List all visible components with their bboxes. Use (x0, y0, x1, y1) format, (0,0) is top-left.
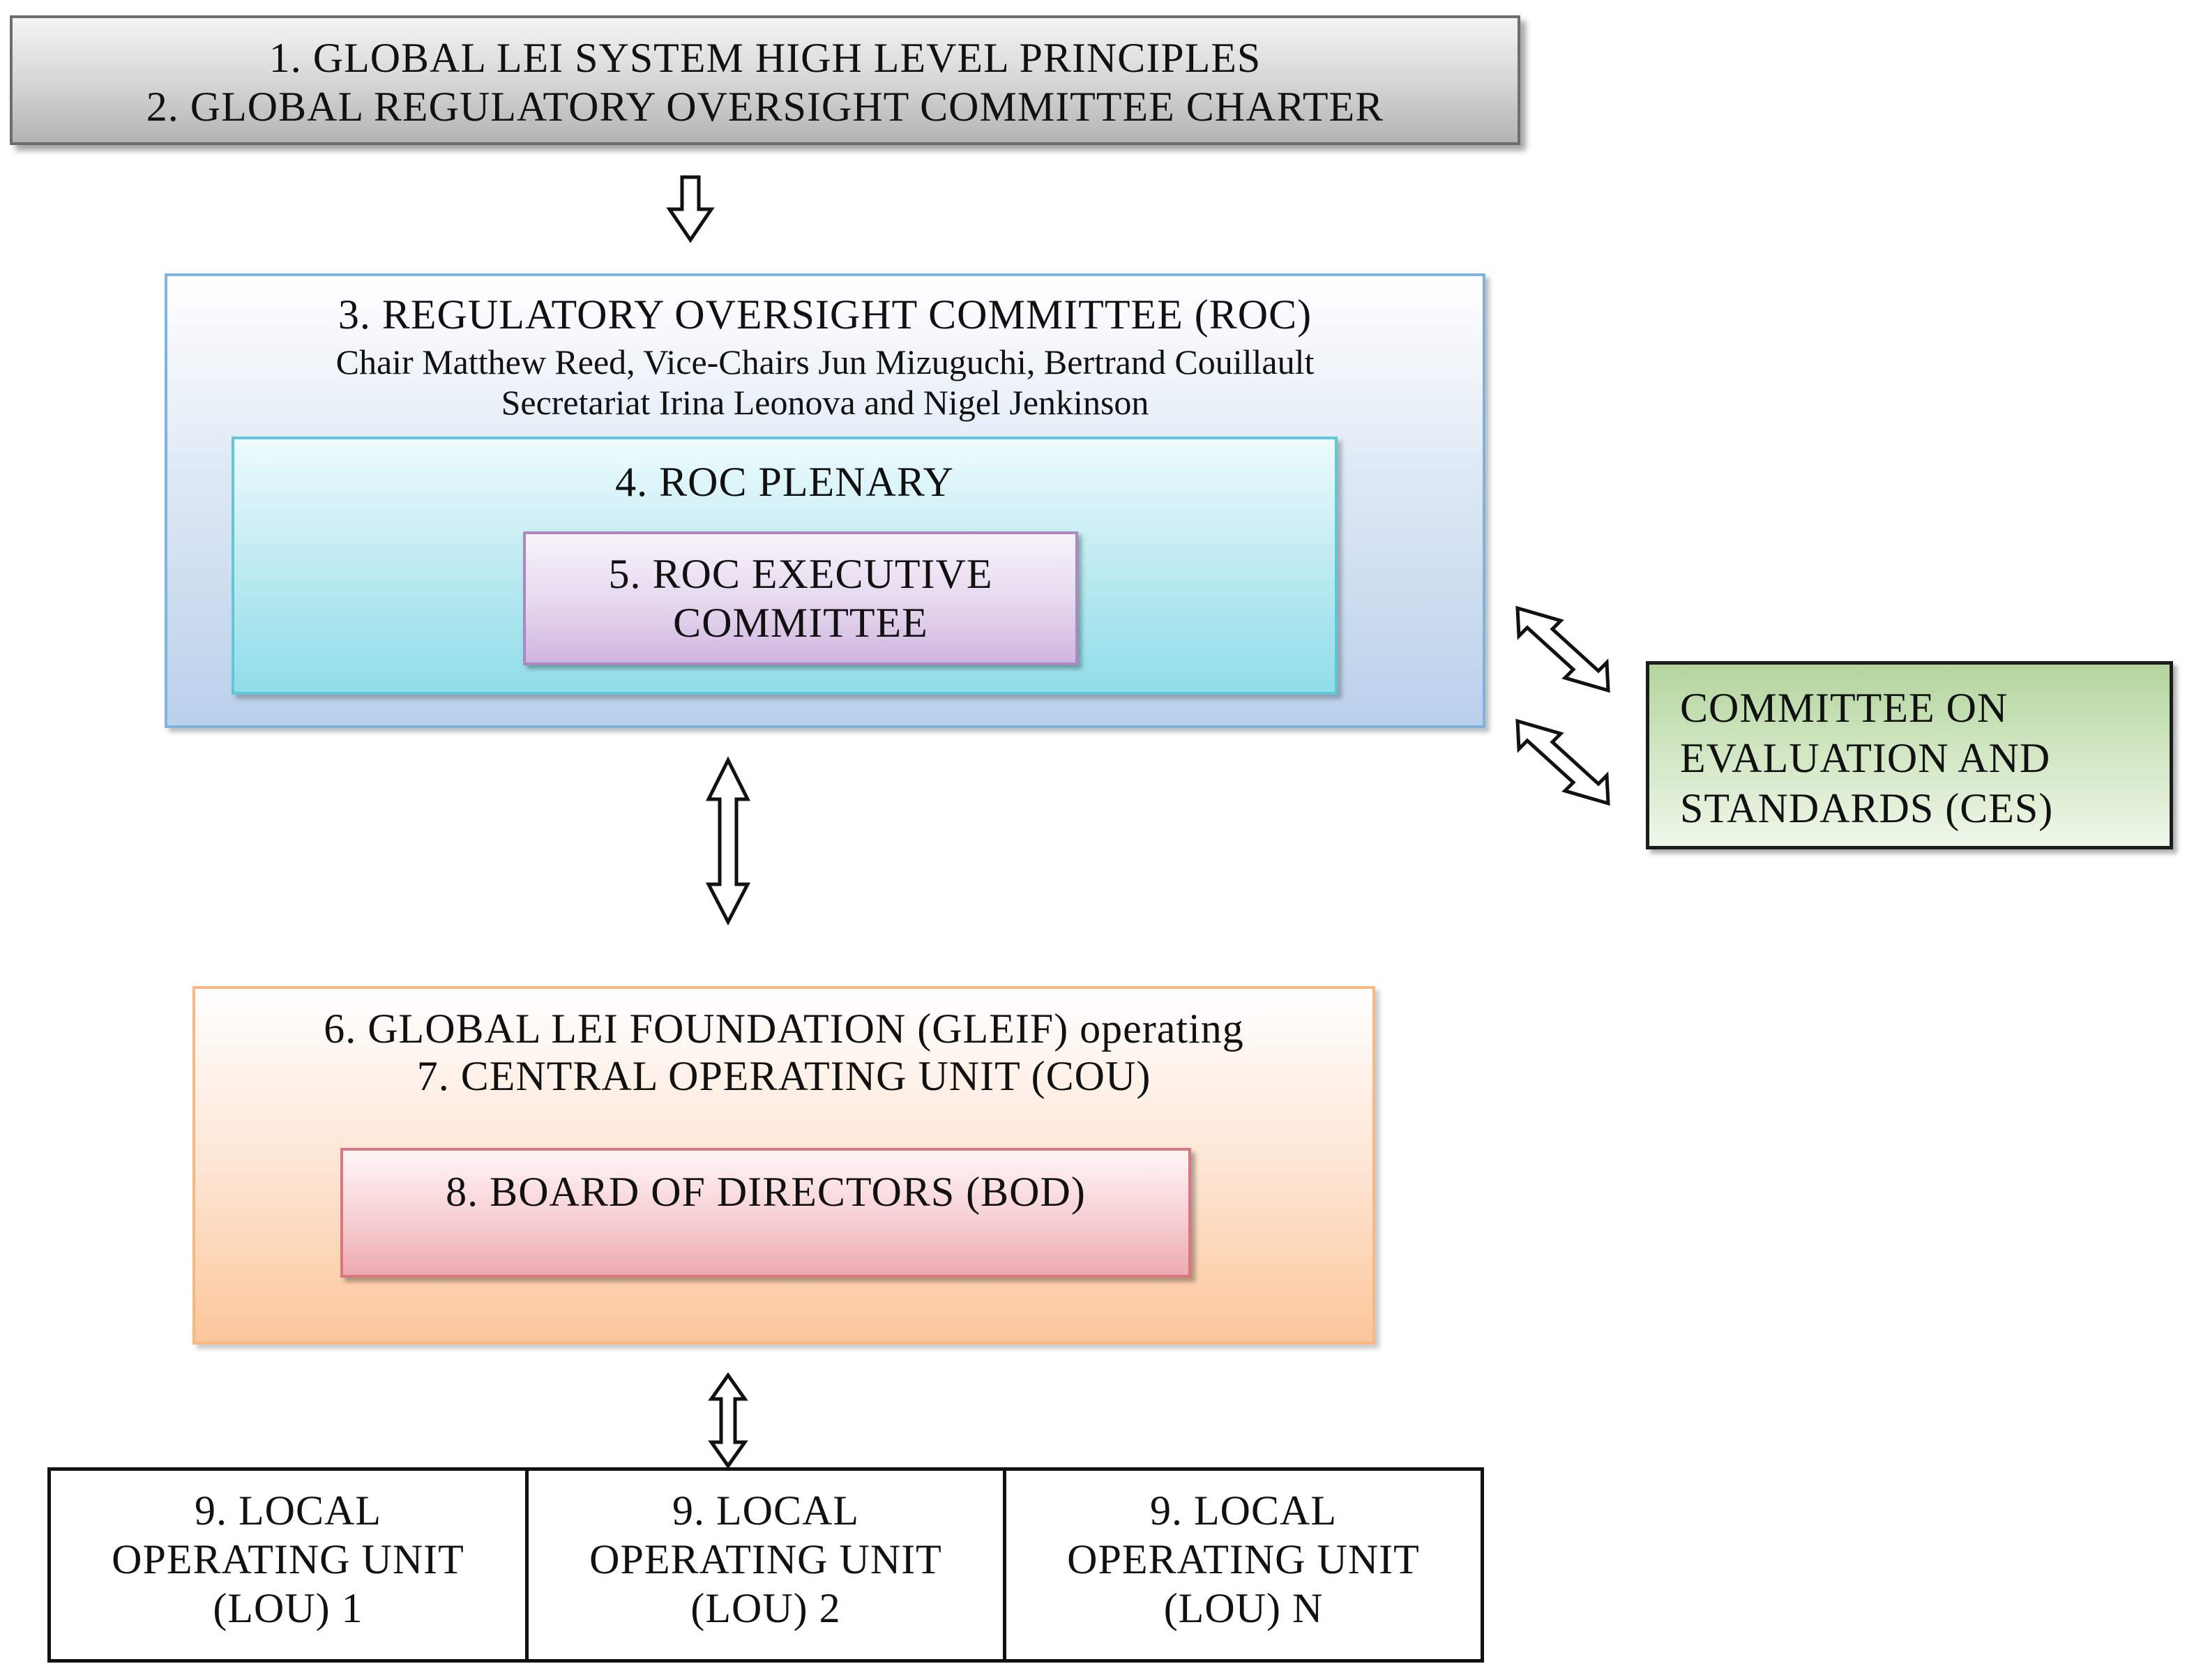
ces-label-line2: EVALUATION AND (1680, 735, 2051, 781)
lou-label-line3: (LOU) N (1163, 1585, 1324, 1631)
lou-box: 9. LOCAL OPERATING UNIT (LOU) N (1003, 1471, 1481, 1659)
roc-executive-committee-box: 5. ROC EXECUTIVE COMMITTEE (523, 531, 1078, 665)
board-of-directors-label: 8. BOARD OF DIRECTORS (BOD) (446, 1169, 1086, 1215)
board-of-directors-box: 8. BOARD OF DIRECTORS (BOD) (340, 1148, 1191, 1278)
ces-label-line1: COMMITTEE ON (1680, 685, 2008, 731)
lou-label-line2: OPERATING UNIT (112, 1536, 464, 1582)
roc-title: 3. REGULATORY OVERSIGHT COMMITTEE (ROC) (338, 292, 1312, 338)
lou-row: 9. LOCAL OPERATING UNIT (LOU) 1 9. LOCAL… (47, 1467, 1484, 1663)
principles-label: 1. GLOBAL LEI SYSTEM HIGH LEVEL PRINCIPL… (268, 35, 1262, 81)
lou-label-line2: OPERATING UNIT (1067, 1536, 1420, 1582)
double-arrow-vertical-icon (705, 756, 751, 926)
double-arrow-vertical-icon (708, 1372, 748, 1469)
ces-label-line3: STANDARDS (CES) (1680, 785, 2054, 831)
lou-label-line3: (LOU) 1 (213, 1585, 363, 1631)
lou-label-line1: 9. LOCAL (195, 1488, 381, 1534)
lou-box: 9. LOCAL OPERATING UNIT (LOU) 1 (51, 1471, 525, 1659)
ces-box: COMMITTEE ON EVALUATION AND STANDARDS (C… (1646, 661, 2173, 849)
double-arrow-diagonal-icon (1515, 605, 1610, 693)
lou-label-line2: OPERATING UNIT (589, 1536, 942, 1582)
executive-committee-label-line1: 5. ROC EXECUTIVE (608, 551, 993, 597)
down-arrow-icon (666, 175, 715, 243)
principles-charter-box: 1. GLOBAL LEI SYSTEM HIGH LEVEL PRINCIPL… (10, 15, 1520, 145)
roc-secretariat-line: Secretariat Irina Leonova and Nigel Jenk… (501, 383, 1149, 422)
double-arrow-diagonal-icon (1515, 718, 1610, 806)
lou-label-line3: (LOU) 2 (690, 1585, 841, 1631)
charter-label: 2. GLOBAL REGULATORY OVERSIGHT COMMITTEE… (146, 84, 1384, 130)
executive-committee-label-line2: COMMITTEE (673, 600, 928, 646)
lou-box: 9. LOCAL OPERATING UNIT (LOU) 2 (525, 1471, 1003, 1659)
lou-label-line1: 9. LOCAL (1150, 1488, 1337, 1534)
roc-chair-line: Chair Matthew Reed, Vice-Chairs Jun Mizu… (335, 342, 1315, 381)
cou-title: 7. CENTRAL OPERATING UNIT (COU) (416, 1053, 1151, 1099)
lou-label-line1: 9. LOCAL (672, 1488, 859, 1534)
gleif-title: 6. GLOBAL LEI FOUNDATION (GLEIF) operati… (324, 1006, 1244, 1052)
roc-plenary-title: 4. ROC PLENARY (615, 459, 954, 505)
